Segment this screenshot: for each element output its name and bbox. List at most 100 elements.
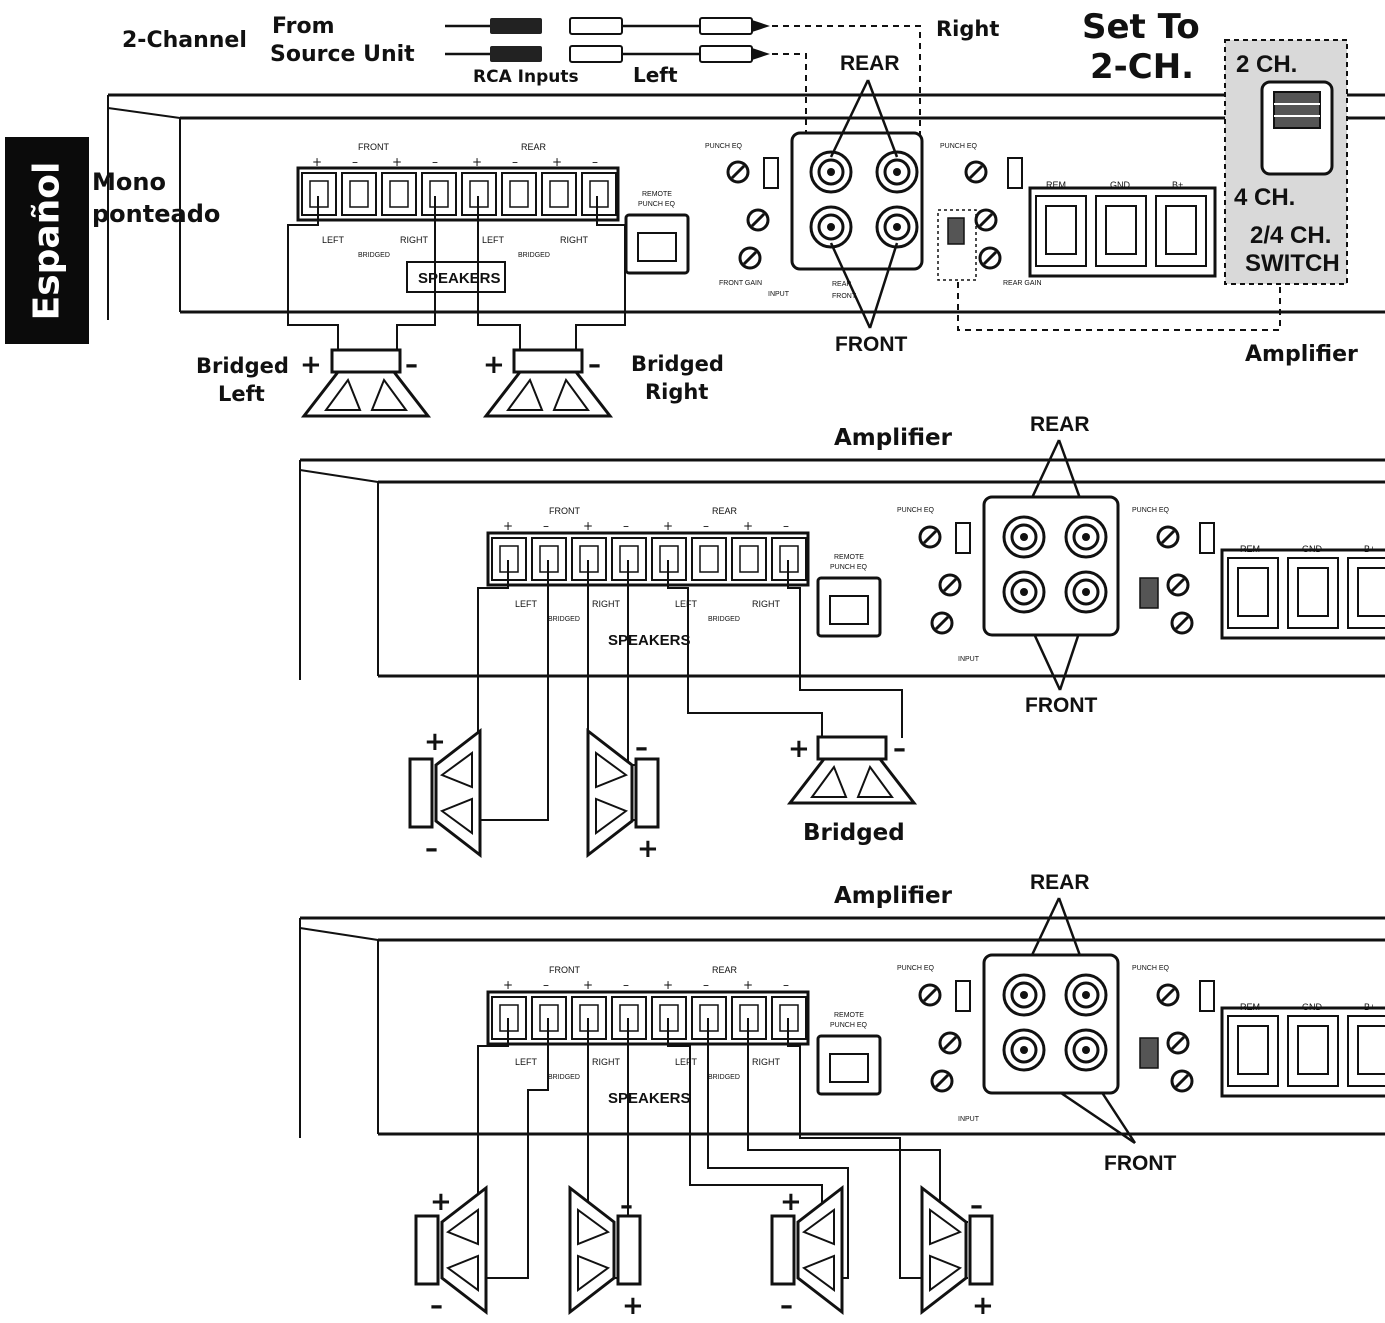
- amplifier-label-bottom: Amplifier: [834, 883, 953, 909]
- bridged-label-middle: BRIDGED: [548, 616, 580, 623]
- rca-front-small-label: FRONT: [832, 293, 857, 300]
- mid-bridged-minus: –: [893, 734, 906, 764]
- bridged-left-plus: +: [300, 350, 322, 380]
- ponteado-label: ponteado: [92, 200, 220, 228]
- right-label-middle-2: RIGHT: [752, 599, 781, 609]
- diagram-middle: Amplifier REAR FRONT +–+–+–+– FRONT REAR…: [299, 413, 1385, 864]
- bot-1-minus: –: [430, 1291, 443, 1321]
- punch-eq-label-bottom: PUNCH EQ: [897, 965, 935, 972]
- speaker-terminal: [541, 172, 577, 216]
- front-terminal-label-bottom: FRONT: [549, 965, 580, 975]
- terminal-polarity: +: [503, 519, 513, 533]
- terminal-polarity: +: [663, 519, 673, 533]
- speaker-icon: [330, 348, 402, 374]
- right-label: RIGHT: [400, 235, 429, 245]
- terminal-polarity: –: [592, 155, 598, 169]
- terminal-polarity: –: [783, 978, 789, 992]
- input-label-bottom: INPUT: [958, 1116, 980, 1123]
- rear-gain-label: REAR GAIN: [1003, 280, 1042, 287]
- speaker-icon: [616, 1214, 642, 1286]
- speaker-terminal: [691, 537, 727, 581]
- left-label-bottom-2: LEFT: [675, 1057, 698, 1067]
- remote-port-middle: [816, 576, 882, 638]
- bridged-right-label: Bridged: [631, 352, 724, 376]
- speaker-icon: [634, 757, 660, 829]
- switch-name-label-2: SWITCH: [1245, 250, 1340, 277]
- left-label-middle-2: LEFT: [675, 599, 698, 609]
- toggle-icon: [763, 157, 779, 189]
- terminal-polarity: +: [583, 519, 593, 533]
- terminal-polarity: +: [743, 978, 753, 992]
- speaker-terminal: [421, 172, 457, 216]
- mid-right-minus: –: [635, 733, 648, 763]
- speakers-label-middle: SPEAKERS: [608, 632, 691, 649]
- speaker-terminal: [611, 537, 647, 581]
- bridged-left-minus: –: [405, 350, 418, 380]
- language-tab: Español: [5, 137, 89, 344]
- bridged-left-label-2: Left: [218, 382, 265, 406]
- remote-label-bottom: REMOTE: [834, 1012, 864, 1019]
- bot-2-minus: –: [620, 1191, 633, 1221]
- switch-4ch-label: 4 CH.: [1234, 184, 1295, 211]
- right-label-2: RIGHT: [560, 235, 589, 245]
- remote-label: REMOTE: [642, 191, 672, 198]
- diagram-top: 2-Channel From Source Unit RCA Inputs Le…: [92, 7, 1385, 418]
- terminal-polarity: –: [623, 519, 629, 533]
- rear-terminal-label-bottom: REAR: [712, 965, 738, 975]
- bot-3-plus: +: [780, 1187, 802, 1217]
- speaker-terminal: [381, 172, 417, 216]
- toggle-icon: [955, 980, 971, 1012]
- speaker-icon: [512, 348, 584, 374]
- terminal-polarity: +: [552, 155, 562, 169]
- speaker-terminal: [581, 172, 617, 216]
- terminal-polarity: +: [663, 978, 673, 992]
- rem-label-bottom: REM: [1240, 1002, 1260, 1012]
- punch-eq-label-2: PUNCH EQ: [940, 143, 978, 150]
- front-terminal-label: FRONT: [358, 142, 389, 152]
- toggle-icon: [1007, 157, 1023, 189]
- from-label: From: [272, 14, 335, 39]
- rear-pointer-bottom: REAR: [1030, 871, 1090, 894]
- left-label: LEFT: [322, 235, 345, 245]
- terminal-polarity: +: [743, 519, 753, 533]
- two-ch-label: 2-CH.: [1090, 47, 1194, 87]
- amplifier-label-middle: Amplifier: [834, 425, 953, 451]
- left-label-bottom: LEFT: [515, 1057, 538, 1067]
- speaker-icon: [770, 1214, 796, 1286]
- rem-label: REM: [1046, 180, 1066, 190]
- rca-cables: [445, 17, 921, 140]
- bridged-right-plus: +: [483, 350, 505, 380]
- terminal-polarity: –: [432, 155, 438, 169]
- front-terminal-label-middle: FRONT: [549, 506, 580, 516]
- rca-rear-small-label: REAR: [832, 281, 851, 288]
- mid-right-plus: +: [637, 834, 659, 864]
- right-label-bottom: RIGHT: [592, 1057, 621, 1067]
- bplus-label: B+: [1172, 180, 1183, 190]
- front-pointer-middle: FRONT: [1025, 694, 1097, 717]
- front-pointer-bottom: FRONT: [1104, 1152, 1176, 1175]
- rear-pointer-label: REAR: [840, 52, 900, 75]
- bot-4-minus: –: [970, 1191, 983, 1221]
- rca-right-label: Right: [936, 17, 999, 41]
- speakers-label-bottom: SPEAKERS: [608, 1090, 691, 1107]
- speaker-icon: [408, 757, 434, 829]
- terminal-polarity: –: [512, 155, 518, 169]
- amplifier-top: FRONT REAR +–+–+–+– LEFT RIGHT LEFT RIGH…: [107, 39, 1385, 331]
- speaker-terminal: [501, 172, 537, 216]
- mono-label: Mono: [92, 168, 166, 196]
- remote-port-bottom: [816, 1034, 882, 1096]
- bot-3-minus: –: [780, 1291, 793, 1321]
- terminal-polarity: +: [392, 155, 402, 169]
- speaker-icon: [414, 1214, 440, 1286]
- terminal-polarity: +: [312, 155, 322, 169]
- punch-eq-label-middle-2: PUNCH EQ: [1132, 507, 1170, 514]
- amplifier-label-top: Amplifier: [1245, 342, 1358, 367]
- front-pointer-label: FRONT: [835, 333, 907, 356]
- rem-label-middle: REM: [1240, 544, 1260, 554]
- bridged-right-minus: –: [588, 350, 601, 380]
- right-label-bottom-2: RIGHT: [752, 1057, 781, 1067]
- rca-left-label: Left: [633, 63, 678, 87]
- bridged-left-label: Bridged: [196, 354, 289, 378]
- mid-left-minus: –: [425, 834, 438, 864]
